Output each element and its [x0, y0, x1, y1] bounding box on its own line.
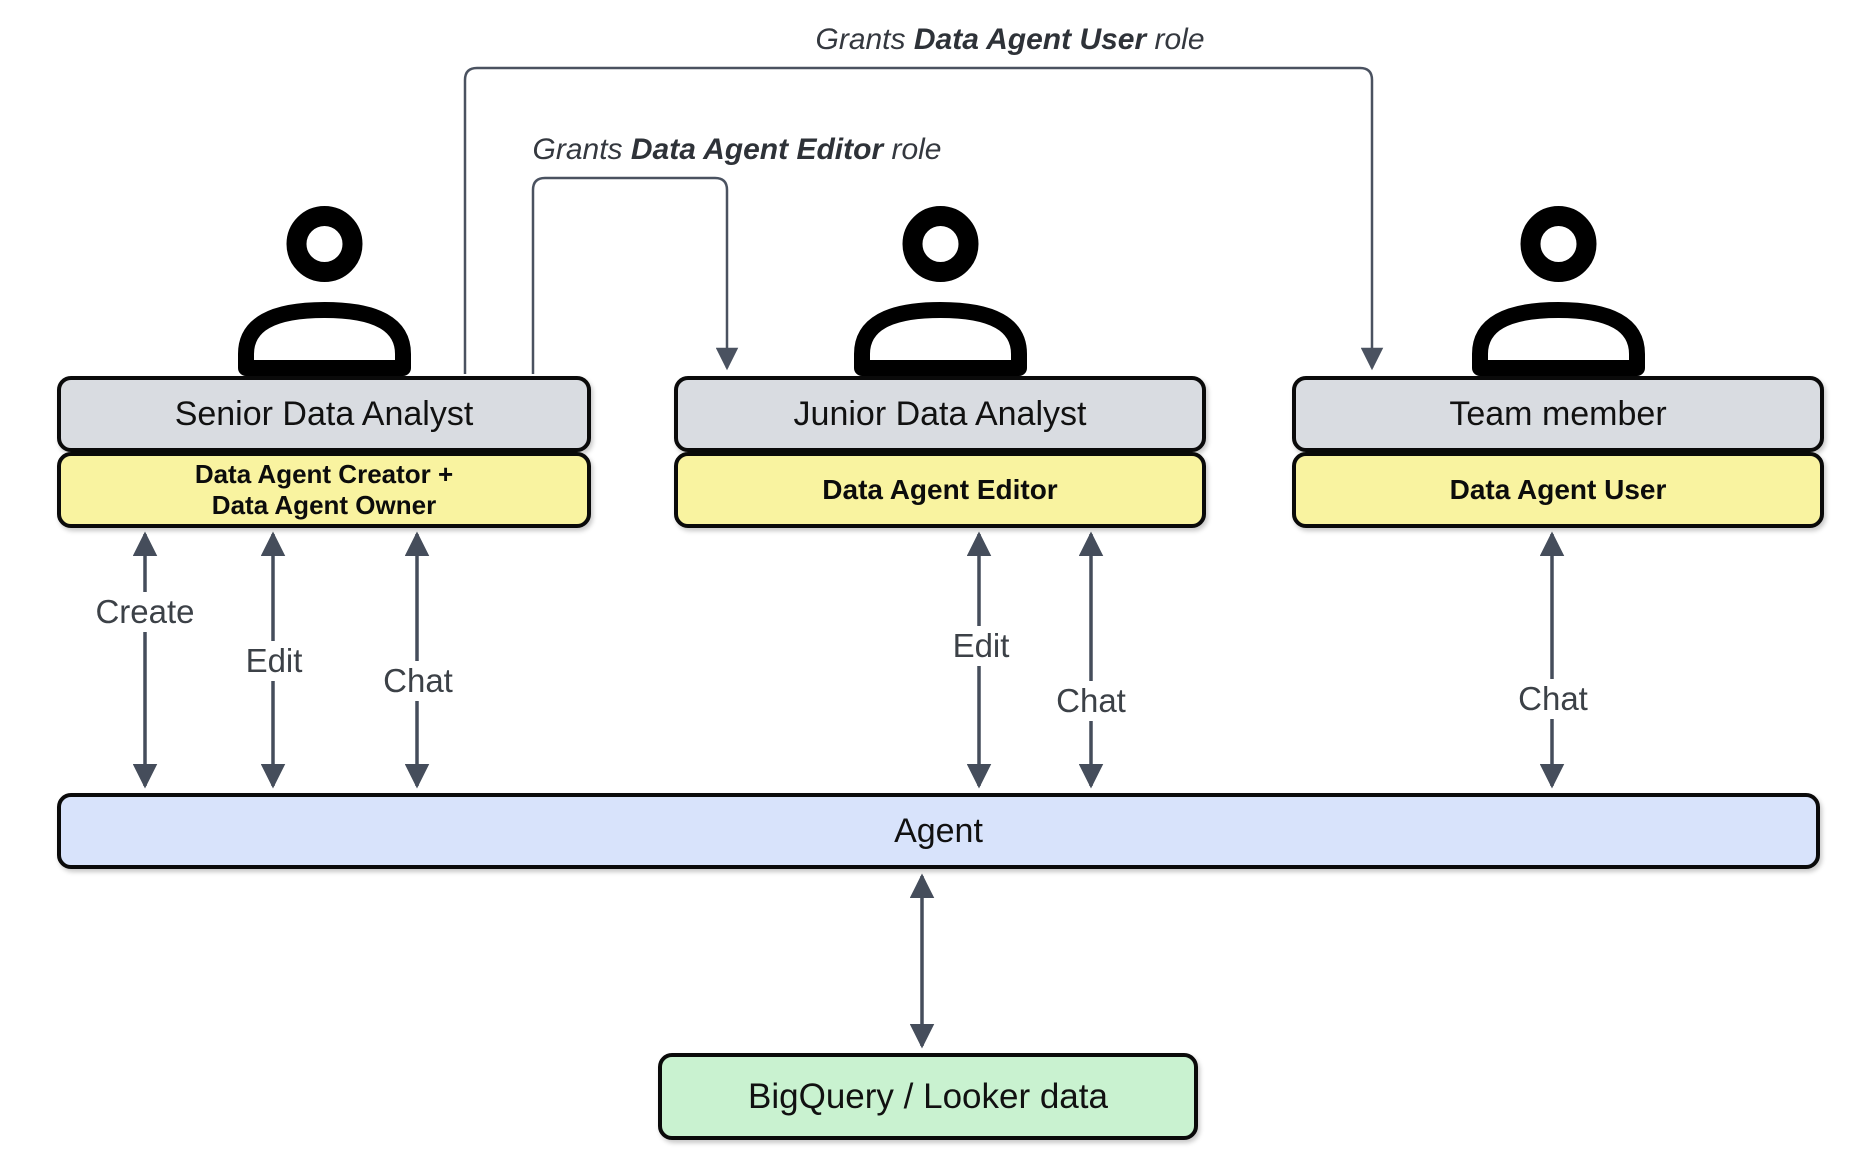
team-chat-label: Chat: [1510, 679, 1596, 719]
person-icon-team: [1472, 206, 1645, 376]
grant-user-connector: [463, 66, 1384, 374]
grant-user-label: Grants Data Agent User role: [809, 23, 1211, 57]
agent-label: Agent: [894, 811, 983, 850]
grant-editor-suffix: role: [883, 133, 942, 166]
actor-title-junior: Junior Data Analyst: [793, 394, 1087, 433]
actor-role-box-team: Data Agent User: [1292, 452, 1824, 528]
grant-user-role: Data Agent User: [913, 23, 1147, 56]
agent-bar: Agent: [57, 793, 1820, 869]
actor-role-box-junior: Data Agent Editor: [674, 452, 1206, 528]
actor-role-team: Data Agent User: [1449, 474, 1667, 505]
actor-title-box-team: Team member: [1292, 376, 1824, 452]
grant-user-prefix: Grants: [815, 23, 914, 56]
actor-role-box-senior: Data Agent Creator + Data Agent Owner: [57, 452, 591, 528]
actor-role-senior-line1: Data Agent Creator +: [194, 459, 454, 489]
actor-role-senior-line2: Data Agent Owner: [211, 490, 437, 520]
create-label: Create: [87, 592, 203, 632]
datasource-box: BigQuery / Looker data: [658, 1053, 1198, 1140]
actor-role-senior: Data Agent Creator + Data Agent Owner: [195, 459, 453, 521]
grant-user-suffix: role: [1146, 23, 1205, 56]
actor-title-box-senior: Senior Data Analyst: [57, 376, 591, 452]
actor-role-junior: Data Agent Editor: [822, 474, 1058, 505]
actor-title-senior: Senior Data Analyst: [174, 394, 474, 433]
datasource-label: BigQuery / Looker data: [748, 1076, 1108, 1116]
person-icon-senior: [238, 206, 411, 376]
actor-title-team: Team member: [1449, 394, 1667, 433]
grant-editor-prefix: Grants: [532, 133, 631, 166]
senior-edit-label: Edit: [237, 641, 311, 681]
junior-chat-label: Chat: [1048, 681, 1134, 721]
person-icon-junior: [854, 206, 1027, 376]
grant-editor-label: Grants Data Agent Editor role: [526, 133, 948, 167]
grant-editor-connector: [531, 176, 739, 374]
actor-title-box-junior: Junior Data Analyst: [674, 376, 1206, 452]
senior-chat-label: Chat: [375, 661, 461, 701]
junior-edit-label: Edit: [944, 626, 1018, 666]
grant-editor-role: Data Agent Editor: [630, 133, 884, 166]
